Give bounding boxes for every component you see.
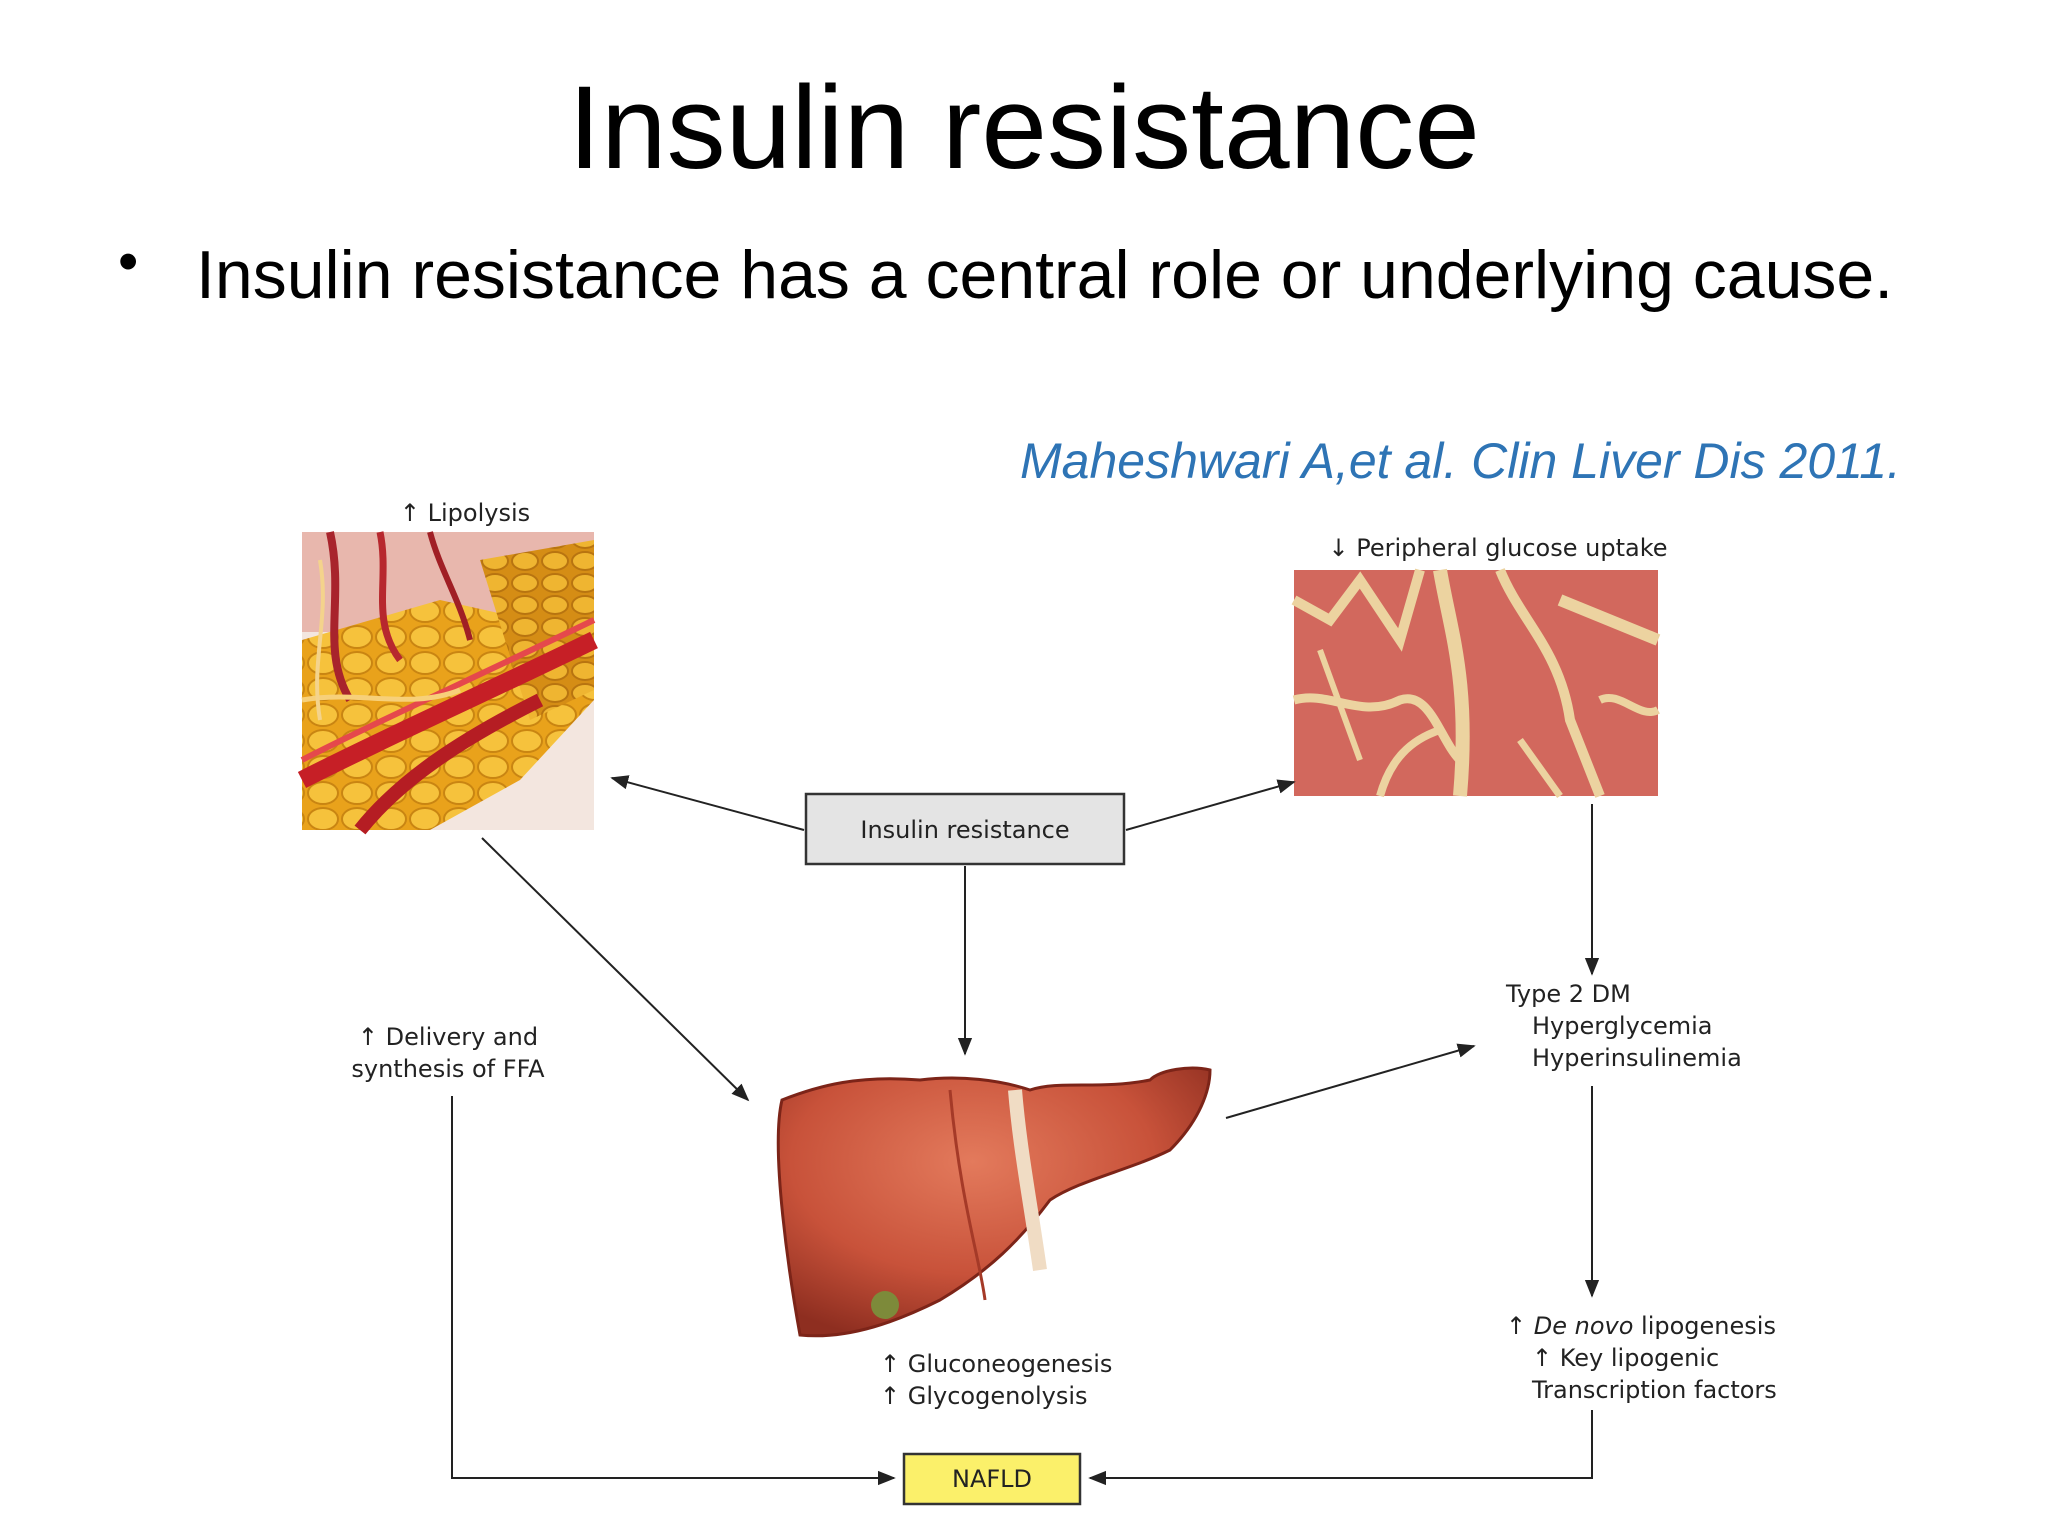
arrow-liver-to-type2dm [1225, 1043, 1476, 1119]
liver-image [776, 1066, 1212, 1338]
hyperglycemia-label: Hyperglycemia [1532, 1012, 1713, 1040]
glucose-uptake-label: ↓ Peripheral glucose uptake [1329, 534, 1668, 562]
arrow-adipose-to-liver [481, 837, 750, 1102]
bullet-text: Insulin resistance has a central role or… [196, 237, 1894, 313]
arrow-ffa-to-nafld [451, 1096, 896, 1486]
arrow-to-muscle [1125, 779, 1296, 831]
ffa-label-line2: synthesis of FFA [351, 1055, 545, 1083]
de-novo-lipogenesis-label: ↑ De novo lipogenesis [1506, 1312, 1776, 1340]
arrow-to-adipose [610, 775, 805, 831]
transcription-factors-label: Transcription factors [1531, 1376, 1777, 1404]
insulin-resistance-box-label: Insulin resistance [860, 816, 1069, 844]
nafld-box: NAFLD [902, 1452, 1082, 1506]
de-novo-suffix: lipogenesis [1633, 1312, 1776, 1340]
de-novo-prefix: ↑ [1506, 1312, 1534, 1340]
slide-title: Insulin resistance [568, 62, 1480, 194]
adipose-tissue-image [297, 531, 598, 835]
insulin-resistance-box: Insulin resistance [804, 792, 1126, 866]
ffa-label-line1: ↑ Delivery and [358, 1023, 538, 1051]
arrow-lipogenesis-to-nafld [1088, 1410, 1593, 1486]
gluconeogenesis-label: ↑ Gluconeogenesis [880, 1350, 1112, 1378]
citation: Maheshwari A,et al. Clin Liver Dis 2011. [1020, 433, 1901, 489]
de-novo-italic: De novo [1534, 1312, 1634, 1340]
nafld-box-label: NAFLD [952, 1465, 1032, 1493]
type2dm-label: Type 2 DM [1505, 980, 1631, 1008]
muscle-histology-image [1291, 568, 1661, 799]
bullet-marker: • [118, 229, 139, 294]
glycogenolysis-label: ↑ Glycogenolysis [880, 1382, 1088, 1410]
hyperinsulinemia-label: Hyperinsulinemia [1532, 1044, 1742, 1072]
key-lipogenic-label: ↑ Key lipogenic [1532, 1344, 1719, 1372]
diagram-arrows [451, 775, 1600, 1486]
lipolysis-label: ↑ Lipolysis [400, 499, 530, 527]
